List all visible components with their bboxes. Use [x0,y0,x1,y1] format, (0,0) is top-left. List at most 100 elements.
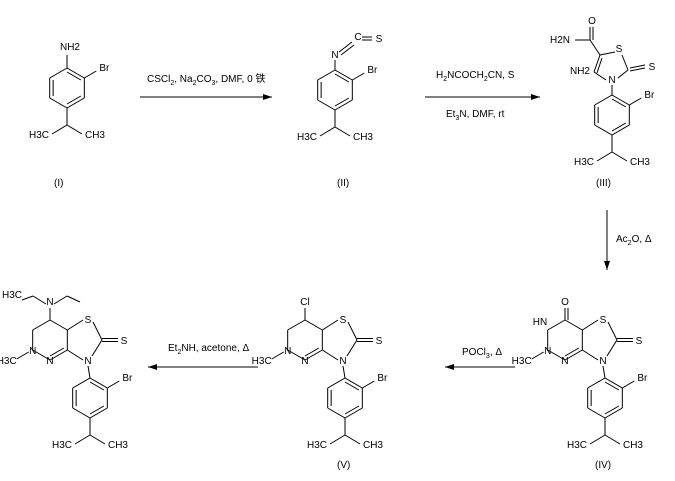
aryl-ring-double [66,95,82,105]
aryl-ring [344,377,363,389]
cl-label: Cl [300,297,309,308]
compound-label-I: (I) [54,178,64,189]
compound-label-II: (II) [337,178,350,189]
aryl-ring [334,99,353,111]
aryl-ring [611,124,630,136]
aryl-ring [49,97,68,109]
n-label: N [544,346,551,357]
methyl-bond [531,351,544,360]
aryl-ring [89,377,108,389]
pyrimidine-ring [304,349,323,361]
h3c-label: H3C [52,440,72,451]
isopropyl-bond [319,126,336,137]
thiazole-bond [346,339,358,357]
aryl-ring-double [344,381,360,391]
h3c-label: H3C [574,157,594,168]
s-label: S [600,315,607,326]
aryl-ring [66,67,85,79]
aryl-ring-double [611,122,627,132]
br-label: Br [122,373,133,384]
br-label: Br [367,65,378,76]
ring-bond [599,51,616,56]
o-label: O [588,16,596,27]
ring-bond [617,69,629,79]
cs-double [629,64,646,69]
ring-double [596,57,603,74]
step2-arrow-head [531,94,540,100]
br-bond [629,97,642,106]
s-label: S [649,62,656,73]
ring-bond [593,71,607,81]
ethyl-bond [21,295,34,301]
pyrimidine-ring [564,319,583,331]
aryl-ring-double [604,405,620,415]
s-label: S [376,34,383,45]
aryl-ring [594,94,613,106]
pyrimidine-ring [547,319,566,331]
h3c-label: H3C [567,440,587,451]
thiazole-bond [606,339,618,357]
h3c-label: H3C [297,132,317,143]
thiazole-bond [582,349,599,361]
ring-bond [593,54,601,73]
br-bond [84,70,97,79]
ethyl-bond [32,295,47,305]
aryl-ring [317,69,336,81]
aryl-ring-double [334,97,350,107]
br-bond [362,380,375,389]
isopropyl-bond [74,434,91,445]
step3-arrow-head [604,261,610,270]
step4-reagents: POCl3, Δ [462,347,503,360]
aryl-ring-double [89,405,105,415]
o-label: O [561,297,569,308]
n-label: N [84,356,91,367]
ch3-label: CH3 [353,132,373,143]
isopropyl-bond [51,124,68,135]
s-label: S [121,336,128,347]
isopropyl-bond [589,434,606,445]
isopropyl-bond [604,434,621,445]
aryl-ring [587,377,606,389]
aryl-ring-double [334,73,350,83]
s-label: S [636,336,643,347]
compound-label-III: (III) [596,178,611,189]
isopropyl-bond [344,434,361,445]
nh2-label: NH2 [570,66,590,77]
step4-arrow-head [445,364,454,370]
aryl-ring [72,377,91,389]
methyl-bond [16,351,29,360]
pyrimidine-ring [564,349,583,361]
ch3-label: CH3 [623,440,643,451]
thiazole-bond [607,321,618,341]
aryl-ring [334,69,353,81]
s-label: S [616,44,623,55]
h3c-label: H3C [2,290,22,301]
isopropyl-bond [334,126,351,137]
pyrimidine-ring-double [49,347,65,357]
s-label: S [376,336,383,347]
step2-reagents: H2NCOCH2CN, S [436,70,515,83]
s-label: S [340,315,347,326]
thiazole-bond [347,321,358,341]
pyrimidine-ring [32,349,51,361]
aryl-ring [317,99,336,111]
br-label: Br [637,373,648,384]
aryl-ring [604,407,623,419]
aryl-ring [604,377,623,389]
ch3-label: CH3 [85,130,105,141]
aryl-ring [344,407,363,419]
h3c-label: H3C [0,356,17,367]
n-label: N [599,356,606,367]
ncs-bond [338,41,353,53]
cs-double [629,67,646,72]
pyrimidine-ring [49,349,68,361]
aryl-ring-double [89,381,105,391]
isopropyl-bond [596,151,613,162]
h3c-label: H3C [307,440,327,451]
h3c-label: H3C [29,130,49,141]
br-label: Br [99,63,110,74]
thiazole-bond [67,319,84,331]
step2-conditions: Et3N, DMF, rt [446,109,505,122]
thiazole-bond [322,349,339,361]
